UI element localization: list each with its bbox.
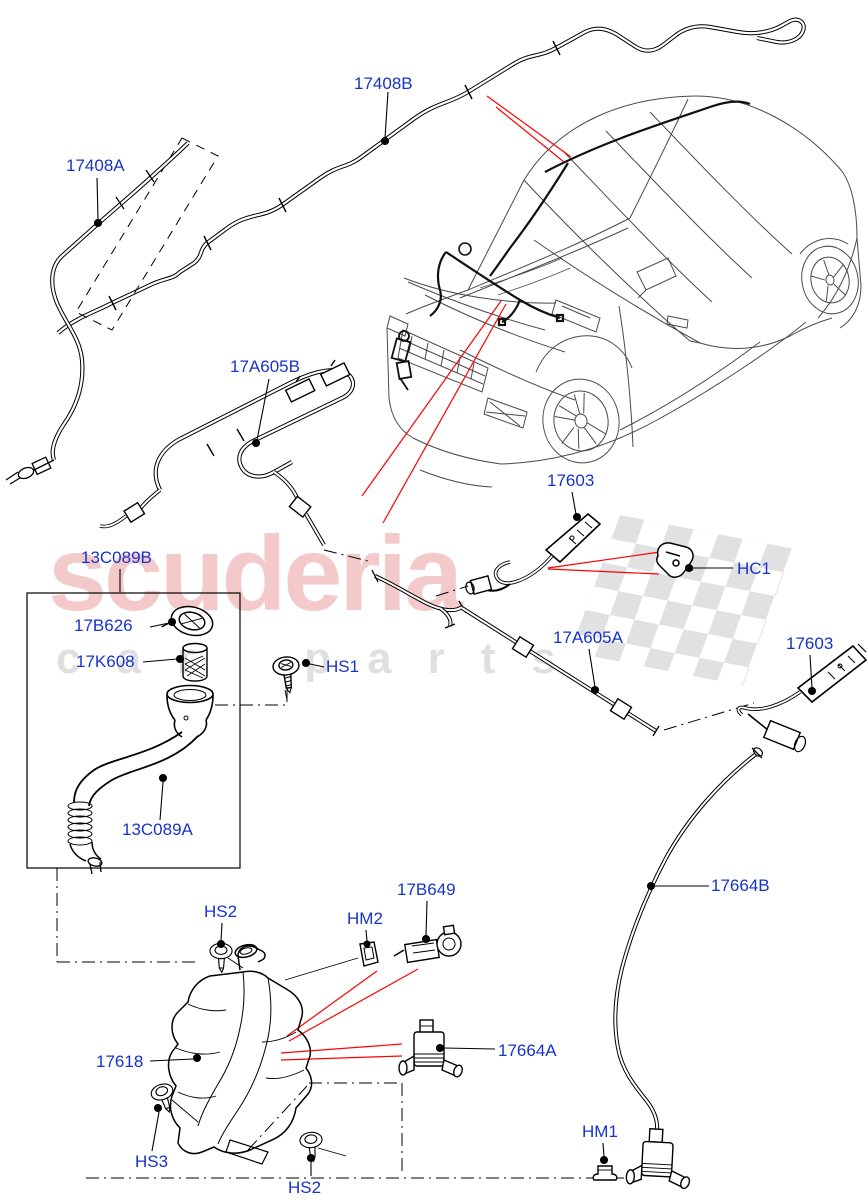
watermark-brand: scuderia: [48, 515, 463, 633]
car-illustration: [386, 95, 862, 488]
hm2-association-line: [284, 957, 359, 981]
pump-17664A-drawing: [398, 1019, 463, 1078]
part-label-HS2-bottom: HS2: [288, 1178, 322, 1197]
part-label-17B626: 17B626: [74, 616, 133, 635]
hose-17408A-drawing: [5, 137, 219, 485]
checkered-flag-watermark: [570, 515, 793, 686]
part-label-17K608: 17K608: [76, 652, 135, 671]
hose-17A605A-drawing: [371, 569, 660, 737]
part-label-HM1: HM1: [582, 1122, 618, 1141]
grommet-HM1-drawing: [592, 1165, 618, 1181]
part-label-17603-left: 17603: [547, 471, 595, 490]
association-lines: [171, 689, 347, 1157]
part-label-HC1: HC1: [737, 559, 772, 578]
hose-17408B-drawing: [56, 17, 806, 335]
screw-HS3-drawing: [150, 1083, 174, 1114]
jet-17B649-drawing: [393, 924, 462, 964]
part-label-17408A: 17408A: [66, 156, 125, 175]
washer-jet-17603-left-drawing: [465, 512, 602, 595]
washer-jet-17603-right-drawing: [736, 643, 868, 753]
part-label-HM2: HM2: [347, 909, 383, 928]
pump-rear-drawing: [625, 1127, 691, 1190]
kit-box-13C089B: [26, 592, 241, 869]
part-label-17664A: 17664A: [498, 1041, 557, 1060]
watermark-tagline: car parts: [56, 634, 592, 683]
car-washer-hose-highlight: [429, 100, 751, 327]
part-label-17664B: 17664B: [711, 876, 770, 895]
leader-lines: [93, 91, 817, 1176]
part-label-HS2-top: HS2: [204, 902, 238, 921]
part-label-17603-right: 17603: [786, 634, 834, 653]
part-label-HS1: HS1: [326, 657, 360, 676]
clip-HM2-drawing: [359, 941, 379, 967]
part-label-17A605A: 17A605A: [553, 628, 623, 647]
filter-17K608-drawing: [182, 642, 208, 682]
part-label-17618: 17618: [96, 1052, 144, 1071]
part-label-HS3: HS3: [135, 1152, 169, 1171]
cap-17B626-drawing: [161, 605, 214, 637]
jet-hose-17A605B-drawing: [99, 359, 356, 547]
part-label-17B649: 17B649: [397, 880, 456, 899]
red-callout-lines: [280, 95, 661, 1061]
part-label-17A605B: 17A605B: [230, 357, 300, 376]
part-label-13C089B: 13C089B: [81, 548, 152, 567]
screw-HS2-bottom-drawing: [299, 1131, 323, 1163]
part-label-13C089A: 13C089A: [122, 820, 193, 839]
reservoir-17618-drawing: [167, 943, 313, 1165]
filler-neck-13C089A-drawing: [67, 684, 214, 875]
hose-17664B-drawing: [613, 747, 764, 1132]
screw-HS1-drawing: [272, 656, 300, 694]
part-label-17408B: 17408B: [354, 74, 413, 93]
car-washer-pump-cluster: [390, 330, 413, 391]
